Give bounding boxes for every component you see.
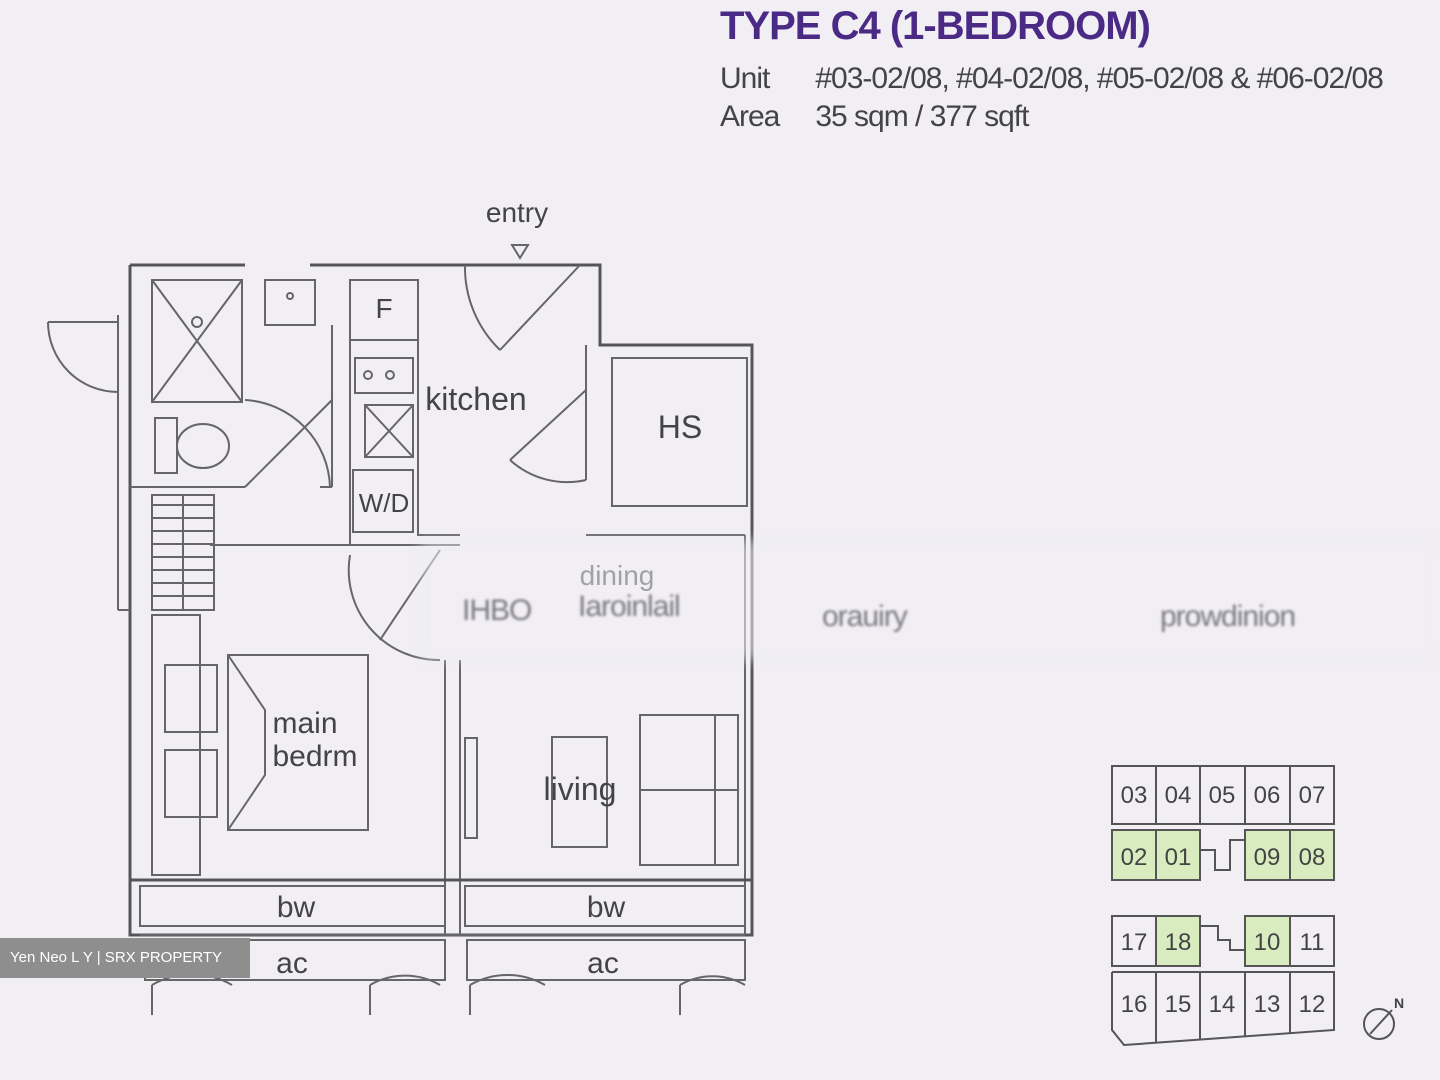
- outer-walls: [117, 263, 754, 937]
- key-unit-06: 06: [1254, 782, 1281, 809]
- area-row: Area 35 sqm / 377 sqft: [720, 100, 1029, 134]
- entry-and-hs: [463, 264, 748, 536]
- key-unit-18: 18: [1165, 929, 1192, 956]
- key-unit-03: 03: [1121, 782, 1148, 809]
- key-unit-01: 01: [1165, 844, 1192, 871]
- plan-title: TYPE C4 (1-BEDROOM): [720, 4, 1151, 48]
- ghost-text-2: Iaroinlail: [578, 590, 681, 623]
- label-kitchen: kitchen: [425, 381, 526, 417]
- key-unit-09: 09: [1254, 844, 1281, 871]
- wardrobe: [151, 494, 215, 876]
- key-unit-02: 02: [1121, 844, 1148, 871]
- label-entry: entry: [486, 197, 548, 228]
- label-wd: W/D: [359, 488, 410, 518]
- key-unit-14: 14: [1209, 991, 1236, 1018]
- area-label: Area: [720, 100, 780, 133]
- ghost-text-3: orauiry: [822, 600, 908, 633]
- key-unit-12: 12: [1299, 991, 1326, 1018]
- label-hs: HS: [658, 409, 702, 445]
- entry-arrow-icon: [510, 244, 530, 260]
- key-unit-11: 11: [1300, 929, 1325, 956]
- unit-label: Unit: [720, 62, 770, 95]
- blur-overlay: [420, 540, 1440, 660]
- label-bedrm: bedrm: [272, 740, 357, 773]
- unit-row: Unit #03-02/08, #04-02/08, #05-02/08 & #…: [720, 62, 1384, 96]
- label-ac-left: ac: [276, 947, 308, 980]
- ghost-text-1: IHBO: [462, 594, 532, 627]
- key-unit-04: 04: [1165, 782, 1192, 809]
- label-ac-right: ac: [587, 947, 619, 980]
- label-living: living: [544, 771, 617, 807]
- key-unit-17: 17: [1121, 929, 1148, 956]
- ghost-text-4: prowdinion: [1160, 600, 1296, 633]
- area-value: 35 sqm / 377 sqft: [815, 100, 1029, 133]
- key-unit-16: 16: [1121, 991, 1148, 1018]
- balcony: [130, 878, 752, 1015]
- unit-value: #03-02/08, #04-02/08, #05-02/08 & #06-02…: [815, 62, 1383, 95]
- key-unit-13: 13: [1254, 991, 1281, 1018]
- watermark: Yen Neo L Y | SRX PROPERTY: [0, 938, 250, 978]
- key-unit-07: 07: [1299, 782, 1326, 809]
- label-fridge: F: [375, 293, 392, 324]
- label-main: main: [272, 707, 337, 740]
- label-bw-left: bw: [277, 891, 316, 924]
- north-label: N: [1394, 995, 1404, 1011]
- key-unit-08: 08: [1299, 844, 1326, 871]
- key-unit-05: 05: [1209, 782, 1236, 809]
- key-unit-15: 15: [1165, 991, 1192, 1018]
- label-bw-right: bw: [587, 891, 626, 924]
- key-unit-10: 10: [1254, 929, 1281, 956]
- bathroom: [47, 279, 333, 488]
